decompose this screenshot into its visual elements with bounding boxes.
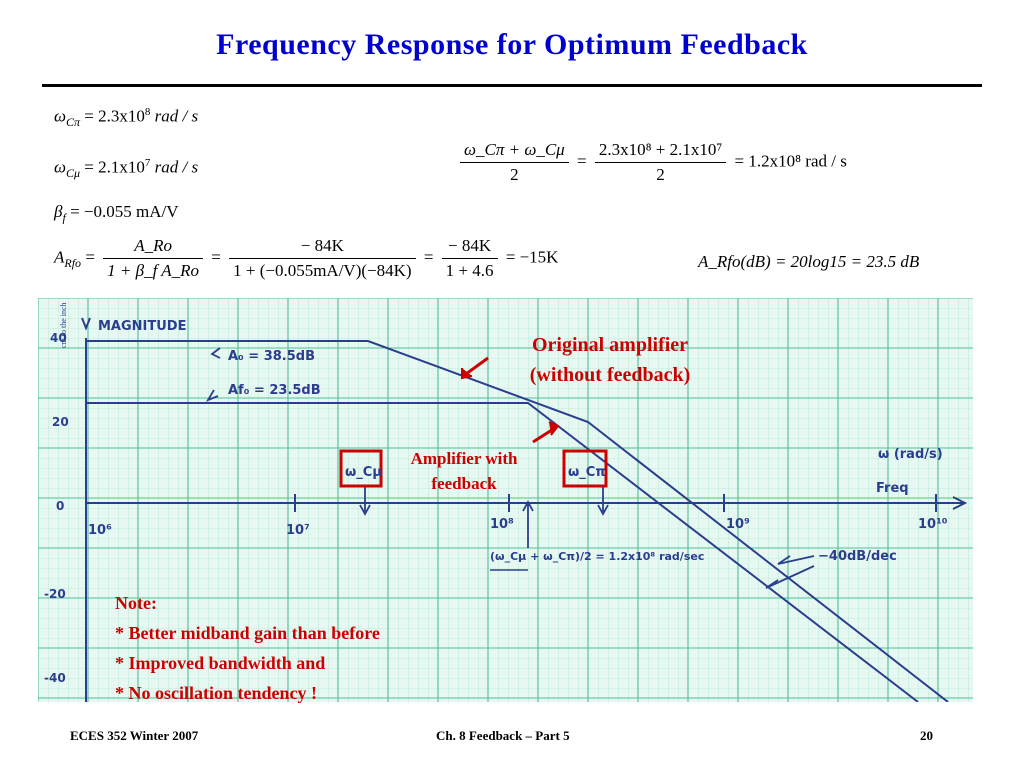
afo-arrow xyxy=(205,389,219,402)
omega-axis-label: ω (rad/s) xyxy=(878,447,943,462)
x-label-1e6: 10⁶ xyxy=(88,523,112,538)
note-line-3: * No oscillation tendency ! xyxy=(115,683,317,703)
wcmu-highlight-box xyxy=(339,449,383,488)
slope-arrow-2 xyxy=(765,565,815,589)
note-line-2: * Improved bandwidth and xyxy=(115,653,326,673)
x-label-1e7: 10⁷ xyxy=(286,523,310,538)
wcmu-label: ω_Cμ xyxy=(345,465,382,480)
y-axis-arrow xyxy=(81,317,91,331)
avg-note: (ω_Cμ + ω_Cπ)/2 = 1.2x10⁸ rad/sec xyxy=(490,550,704,563)
y-label-0: 0 xyxy=(56,499,64,513)
x-axis-arrow xyxy=(952,496,968,510)
freq-label: Freq xyxy=(876,481,909,496)
y-label-neg40: -40 xyxy=(44,671,66,685)
x-label-1e8: 10⁸ xyxy=(490,517,514,532)
footer-page-number: 20 xyxy=(920,728,933,743)
note-line-1: * Better midband gain than before xyxy=(115,623,380,643)
graph-paper-grid xyxy=(38,298,973,702)
slope-arrow-1 xyxy=(777,555,815,565)
original-amplifier-curve xyxy=(86,340,949,702)
bode-plot-graph: cm to the inch 40 20 0 -20 -40 10⁶ 10⁷ 1… xyxy=(38,298,973,702)
note-box: Note: * Better midband gain than before … xyxy=(115,588,380,708)
eq-beta-f: βf = −0.055 mA/V xyxy=(54,202,179,225)
slope-label: −40dB/dec xyxy=(818,549,897,564)
x-label-1e10: 10¹⁰ xyxy=(918,517,948,532)
eq-omega-cmu: ωCμ = 2.1x107 rad / s xyxy=(54,157,199,181)
feedback-amplifier-curve xyxy=(86,402,919,702)
note-heading: Note: xyxy=(115,593,157,613)
graph-major-grid xyxy=(38,298,973,702)
title-divider xyxy=(42,84,982,87)
y-label-20: 20 xyxy=(52,415,69,429)
slide-title: Frequency Response for Optimum Feedback xyxy=(216,28,808,61)
footer-course: ECES 352 Winter 2007 xyxy=(70,728,199,743)
original-amplifier-label: Original amplifier (without feedback) xyxy=(529,334,691,386)
ao-arrow xyxy=(210,347,221,359)
x-label-1e9: 10⁹ xyxy=(726,517,750,532)
y-label-40: 40 xyxy=(50,331,67,345)
wcpi-label: ω_Cπ xyxy=(568,465,606,480)
ao-label: A₀ = 38.5dB xyxy=(228,349,315,364)
afo-label: Af₀ = 23.5dB xyxy=(228,383,321,398)
y-label-neg20: -20 xyxy=(44,587,66,601)
footer-chapter: Ch. 8 Feedback – Part 5 xyxy=(436,728,570,743)
magnitude-label: MAGNITUDE xyxy=(98,319,186,334)
feedback-amplifier-label: Amplifier with feedback xyxy=(410,449,518,493)
eq-omega-cpi: ωCπ = 2.3x108 rad / s xyxy=(54,106,199,130)
original-red-arrow xyxy=(465,356,489,376)
wcpi-highlight-box xyxy=(562,449,608,488)
side-text: cm to the inch xyxy=(59,302,68,348)
eq-arfo-db: A_Rfo(dB) = 20log15 = 23.5 dB xyxy=(698,252,920,271)
